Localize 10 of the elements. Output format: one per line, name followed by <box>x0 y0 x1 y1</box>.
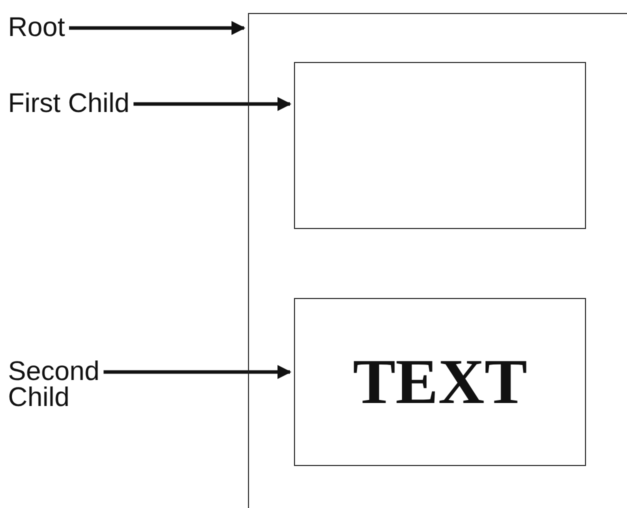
child-box <box>294 62 586 229</box>
box-text: TEXT <box>352 345 528 419</box>
arrow <box>104 365 292 379</box>
arrow <box>69 21 246 35</box>
second-child-label: Second Child <box>8 358 138 410</box>
root-frame <box>248 13 627 508</box>
first-child-label: First Child <box>8 90 178 116</box>
root-label: Root <box>8 14 88 40</box>
child-box <box>294 298 586 466</box>
arrow <box>134 97 292 111</box>
